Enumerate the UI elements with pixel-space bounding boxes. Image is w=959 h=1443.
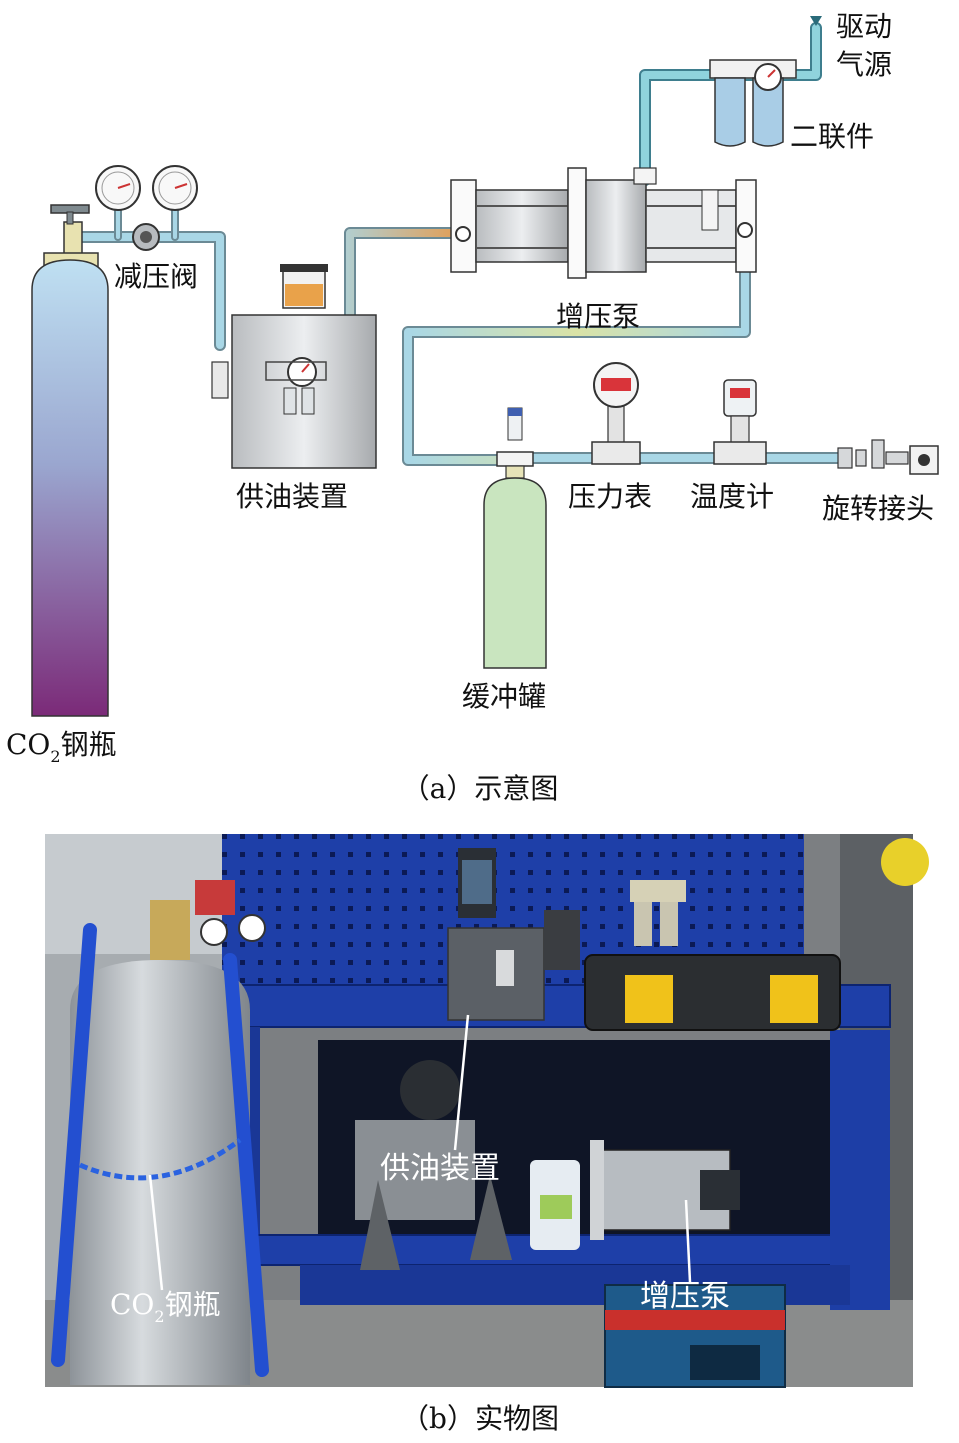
oil-supply-photo: [447, 848, 580, 1021]
photo-label-co2-cylinder: CO2钢瓶: [110, 1288, 221, 1326]
pressure-reducer: [95, 165, 198, 251]
frl-photo: [630, 880, 686, 946]
co2-cylinder: [31, 204, 109, 717]
toolbox-photo: [604, 1284, 786, 1388]
label-co2-cylinder: CO2钢瓶: [6, 728, 117, 766]
booster-pump-photo: [530, 1140, 740, 1250]
label-booster-pump: 增压泵: [556, 300, 640, 333]
label-drive-air-1: 驱动: [836, 10, 892, 43]
label-oil-supply: 供油装置: [236, 480, 348, 513]
frl-unit: [709, 59, 797, 147]
caption-b: （b）实物图: [401, 1402, 559, 1435]
rotary-joint: [837, 439, 939, 475]
caption-a: （a）示意图: [402, 772, 559, 805]
temperature-transmitter: [713, 379, 767, 465]
label-buffer-tank: 缓冲罐: [462, 680, 546, 713]
oil-supply-unit: [211, 264, 377, 469]
label-frl-unit: 二联件: [790, 120, 874, 153]
label-pressure-reducer: 减压阀: [114, 260, 198, 293]
leader-lines: [148, 1014, 692, 1291]
tool-case-photo: [584, 954, 841, 1031]
booster-pump: [450, 167, 757, 279]
photo-label-oil-supply: 供油装置: [380, 1151, 500, 1186]
label-thermometer: 温度计: [690, 480, 774, 513]
label-rotary-joint: 旋转接头: [822, 492, 934, 525]
label-pressure-gauge: 压力表: [568, 480, 652, 513]
schematic-diagram: 驱动 气源 二联件 减压阀 增压泵 供油装置 压力表 温度计 旋转接头 缓冲罐 …: [6, 10, 939, 805]
photo-label-booster-pump: 增压泵: [640, 1279, 730, 1314]
label-drive-air-2: 气源: [836, 48, 892, 81]
motor-assembly-photo: [355, 1060, 512, 1270]
photo-panel: 供油装置 CO2钢瓶 增压泵 （b）实物图: [45, 834, 929, 1435]
co2-bottle-photo: [51, 880, 269, 1385]
drive-air-arrow: [810, 16, 822, 26]
digital-pressure-gauge: [591, 362, 641, 465]
buffer-tank: [483, 407, 547, 669]
